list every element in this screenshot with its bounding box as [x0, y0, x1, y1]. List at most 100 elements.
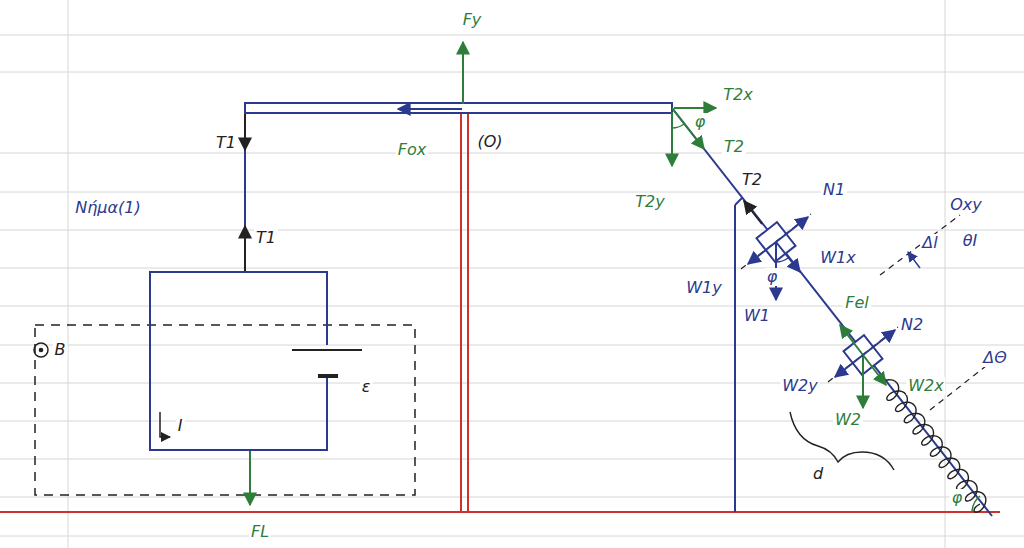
angle-arcs	[672, 124, 980, 512]
incline	[672, 108, 992, 516]
force-label: T2	[722, 138, 746, 156]
force-label: θI	[961, 232, 980, 250]
circuit-loop	[150, 272, 327, 450]
battery-symbol	[292, 350, 362, 376]
notebook-rules	[0, 497, 1024, 498]
force-arrows	[744, 201, 762, 224]
field-region	[35, 325, 415, 495]
notebook-rules	[0, 383, 1024, 384]
force-label: ε	[360, 378, 373, 396]
force-label: T2x	[721, 86, 754, 104]
force-label: N2	[899, 316, 925, 334]
angle-arcs	[972, 496, 980, 512]
force-arrows	[840, 325, 863, 355]
force-label: ΔΘ	[981, 349, 1009, 367]
notebook-rules	[0, 421, 1024, 422]
incline	[672, 108, 992, 516]
force-arrows	[462, 42, 464, 104]
force-arrows	[863, 355, 886, 385]
force-arrows	[863, 330, 895, 355]
battery-symbol	[318, 374, 338, 378]
beam	[245, 103, 672, 113]
force-label: Δl	[920, 234, 939, 252]
force-arrows	[244, 114, 246, 150]
b-field-symbol	[39, 348, 42, 351]
force-label: Oxy	[948, 196, 984, 214]
force-label: FL	[249, 523, 271, 541]
force-arrows	[776, 217, 808, 242]
notebook-rules	[0, 536, 1024, 537]
delta-l-arrow	[908, 252, 920, 268]
ground-line	[0, 511, 1000, 513]
angle-arcs	[672, 124, 684, 128]
force-label: W2x	[906, 377, 945, 395]
field-region	[35, 325, 415, 495]
support-pole	[467, 113, 469, 511]
force-label: T1	[254, 229, 278, 247]
force-arrows	[244, 226, 246, 271]
notebook-rules	[0, 459, 1024, 460]
reference-lines	[741, 214, 1000, 410]
notebook-rules	[0, 230, 1024, 231]
force-label: I	[176, 417, 185, 435]
force-label: φ	[950, 489, 965, 507]
force-label: Fy	[461, 11, 484, 29]
spring	[884, 380, 986, 512]
b-field-symbol	[34, 343, 48, 357]
notebook-rules	[0, 192, 1024, 193]
incline	[734, 205, 736, 512]
force-label: (O)	[475, 133, 504, 151]
distance-brace	[790, 412, 894, 470]
string-1	[244, 113, 246, 272]
force-label: W1	[742, 307, 772, 325]
force-label: N1	[821, 181, 847, 199]
delta-l-arrow	[908, 252, 920, 268]
force-label: W2y	[780, 377, 819, 395]
angle-arcs	[776, 258, 788, 262]
distance-brace	[790, 412, 894, 470]
support-pole	[461, 113, 468, 511]
force-arrows	[671, 112, 673, 166]
reference-lines	[880, 215, 960, 275]
force-label: Νήμα(1)	[73, 199, 143, 217]
current-arrow	[160, 412, 170, 437]
force-label: Fel	[843, 294, 871, 312]
notebook-rules	[68, 0, 69, 548]
force-label: T1	[214, 134, 238, 152]
force-label: φ	[765, 268, 780, 286]
force-arrows	[249, 451, 251, 505]
notebook-rules	[0, 153, 1024, 154]
support-pole	[460, 113, 462, 511]
force-arrows	[245, 42, 895, 505]
battery-symbol	[292, 349, 362, 351]
force-arrows	[835, 355, 863, 377]
force-label: Fox	[396, 141, 428, 159]
current-arrow	[160, 412, 170, 437]
circuit-loop	[150, 272, 327, 450]
force-label: φ	[693, 113, 708, 131]
force-label: W1x	[818, 249, 857, 267]
force-arrows	[398, 108, 462, 110]
force-label: T2	[740, 171, 764, 189]
force-label: d	[811, 465, 825, 483]
incline	[735, 198, 742, 205]
notebook-rules	[0, 268, 1024, 269]
beam	[245, 103, 672, 113]
force-label: T2y	[633, 193, 666, 211]
force-label: W2	[833, 411, 863, 429]
notebook-rules	[0, 35, 1024, 36]
force-arrows	[776, 242, 800, 272]
force-arrows	[748, 242, 776, 264]
b-field-symbol	[34, 343, 48, 357]
force-label: W1y	[684, 279, 723, 297]
string-1	[244, 113, 246, 272]
force-label: B	[53, 341, 68, 359]
spring	[884, 380, 986, 512]
ground-line	[0, 511, 1000, 513]
force-arrows	[674, 107, 716, 109]
notebook-rules	[0, 72, 1024, 73]
force-arrows	[862, 355, 864, 408]
